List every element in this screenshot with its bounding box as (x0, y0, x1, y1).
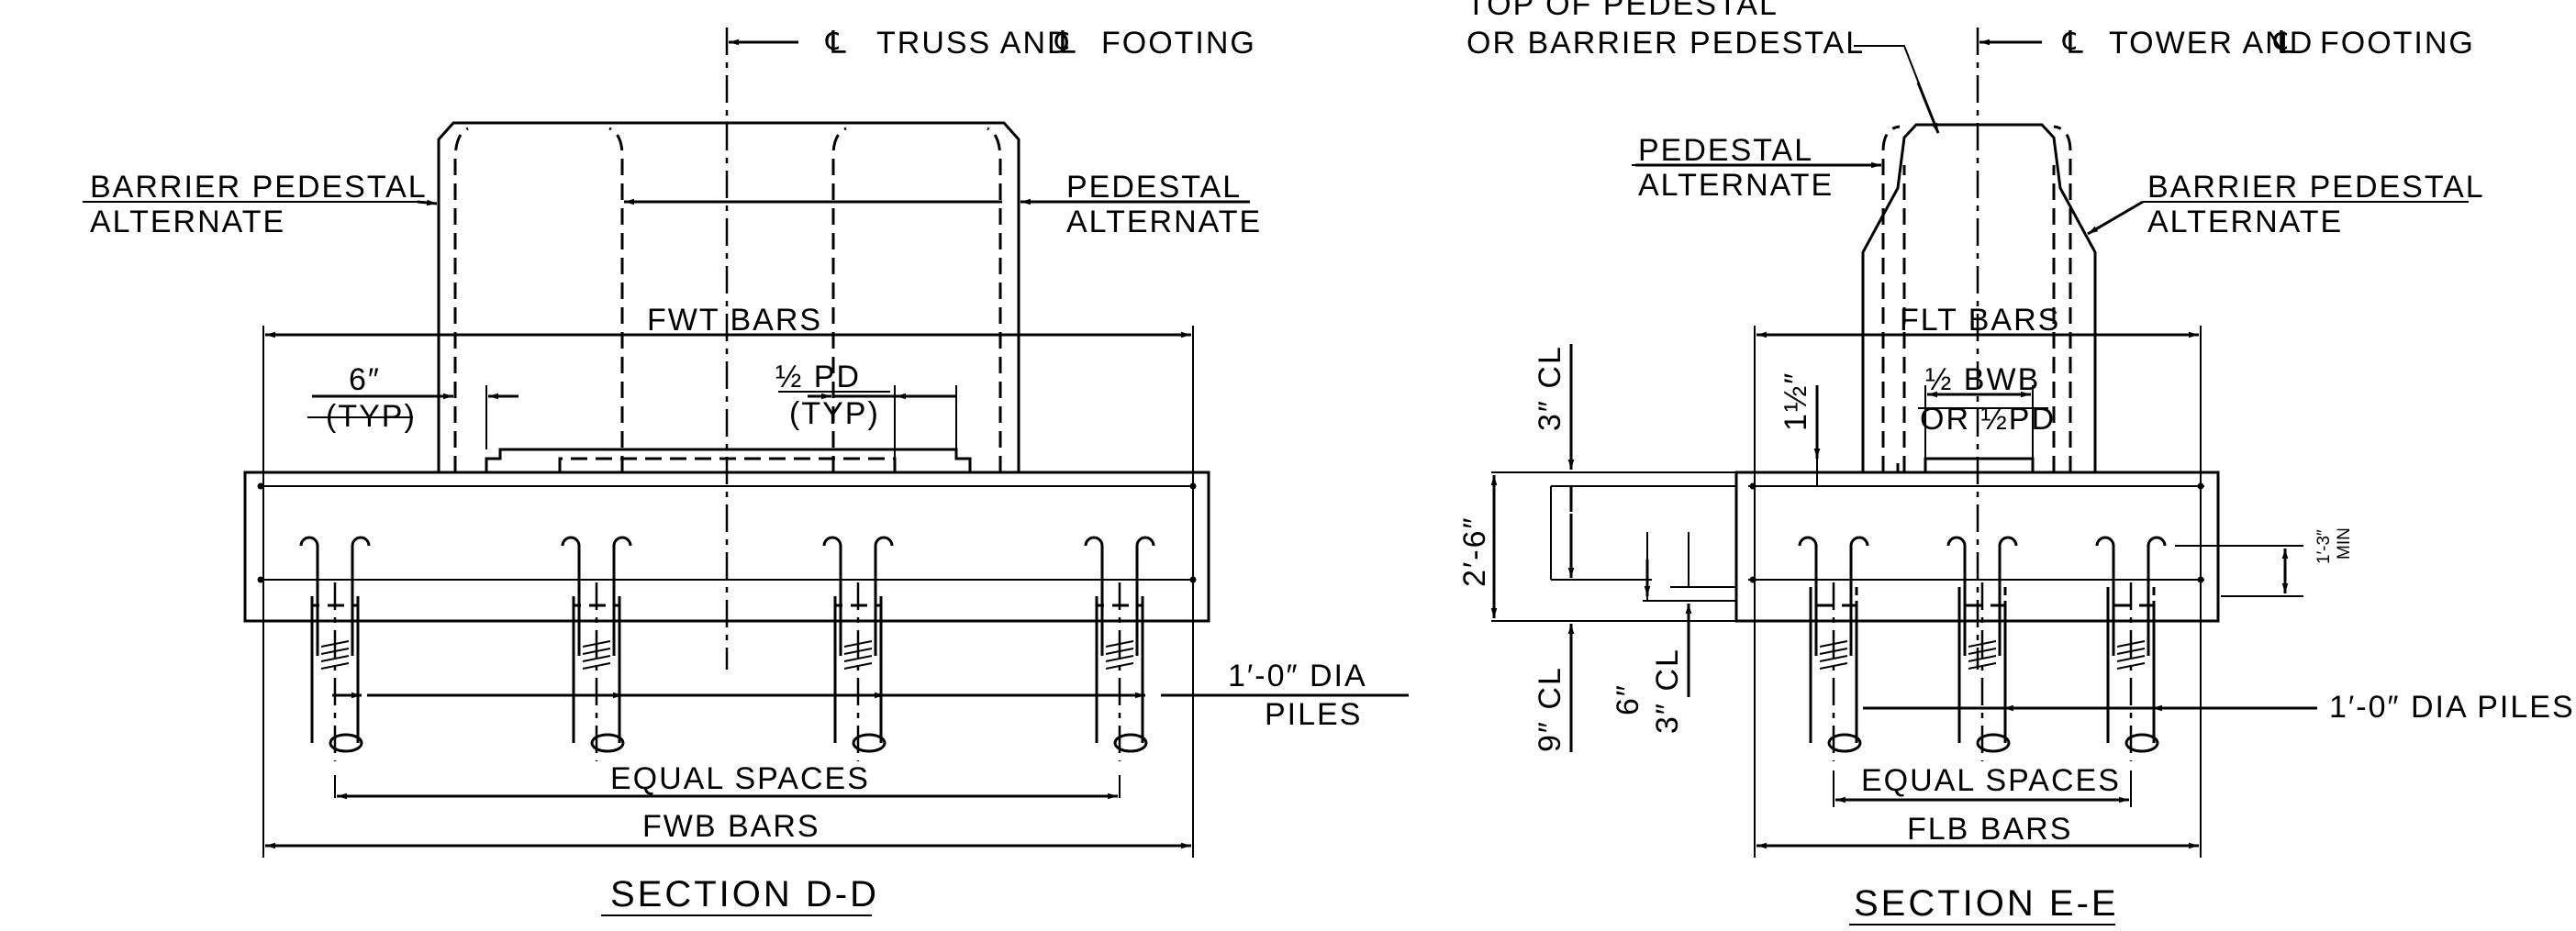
dd-centerline-label: TRUSS AND (876, 26, 1072, 61)
ee-centerline-label: TOWER AND (2109, 26, 2314, 61)
ee-section-title: SECTION E-E (1854, 883, 2119, 924)
dd-piles-label-1: 1′-0″ DIA (1228, 659, 1367, 693)
ee-dim-min-2: MIN (2335, 527, 2354, 560)
ee-dim-1-5: 1½″ (1779, 371, 1813, 431)
dd-pedestal-outline (437, 121, 1020, 472)
ee-equal-spaces: EQUAL SPACES (1861, 763, 2121, 798)
ee-dim-min-1: 1′-3″ (2314, 529, 2334, 564)
ee-dim-2-6: 2′-6″ (1457, 515, 1492, 587)
dd-pedestal-alternate: ALTERNATE (1066, 205, 1262, 239)
section-dd: ℄ TRUSS AND ℄ FOOTING BARRIER PEDESTAL A… (83, 26, 1409, 916)
ee-barrier-pedestal-alternate: ALTERNATE (2147, 205, 2343, 239)
dd-centerline-label-2: FOOTING (1101, 26, 1256, 61)
dd-typ-dim: 6″ (349, 362, 381, 397)
ee-dim-3cl-top: 3″ CL (1533, 345, 1567, 431)
dd-section-title: SECTION D-D (610, 874, 879, 914)
dd-half-pd-typ: (TYP) (789, 396, 880, 431)
ee-pedestal-alternate: ALTERNATE (1638, 168, 1834, 203)
ee-or-half-pd: OR ½PD (1920, 402, 2056, 437)
dd-fwt-bars: FWT BARS (647, 303, 822, 338)
dd-barrier-pedestal-label: BARRIER PEDESTAL (90, 170, 428, 205)
ee-centerline-symbol-2: ℄ (2273, 26, 2296, 61)
ee-pedestal-outline (1861, 123, 2097, 472)
dd-typ-label: (TYP) (326, 399, 417, 434)
dd-pedestal-label: PEDESTAL (1066, 170, 1242, 205)
dd-fwb-bars: FWB BARS (642, 809, 820, 844)
ee-centerline-label-2: FOOTING (2320, 26, 2475, 61)
dd-equal-spaces: EQUAL SPACES (610, 761, 870, 796)
ee-piles-label: 1′-0″ DIA PILES (2329, 690, 2575, 725)
ee-dim-3cl-bot: 3″ CL (1650, 648, 1685, 734)
ee-dim-6: 6″ (1611, 683, 1645, 715)
dd-barrier-pedestal-alternate: ALTERNATE (90, 205, 285, 239)
dd-piles-label-2: PILES (1265, 697, 1362, 732)
dd-centerline-symbol-1: ℄ (825, 26, 848, 61)
ee-centerline-symbol-1: ℄ (2062, 26, 2085, 61)
ee-flb-bars: FLB BARS (1907, 812, 2072, 847)
ee-half-bwb: ½ BWB (1925, 362, 2040, 397)
ee-dim-9cl: 9″ CL (1533, 666, 1567, 752)
ee-top-label-1: TOP OF PEDESTAL (1466, 0, 1779, 22)
dd-centerline-symbol-2: ℄ (1054, 26, 1077, 61)
section-ee: TOP OF PEDESTAL OR BARRIER PEDESTAL ℄ TO… (1457, 0, 2575, 925)
ee-top-label-2: OR BARRIER PEDESTAL (1466, 26, 1865, 61)
dd-half-pd: ½ PD (775, 360, 861, 394)
ee-pedestal-label: PEDESTAL (1638, 133, 1813, 168)
ee-flt-bars: FLT BARS (1900, 303, 2060, 338)
ee-barrier-pedestal-label: BARRIER PEDESTAL (2147, 170, 2485, 205)
